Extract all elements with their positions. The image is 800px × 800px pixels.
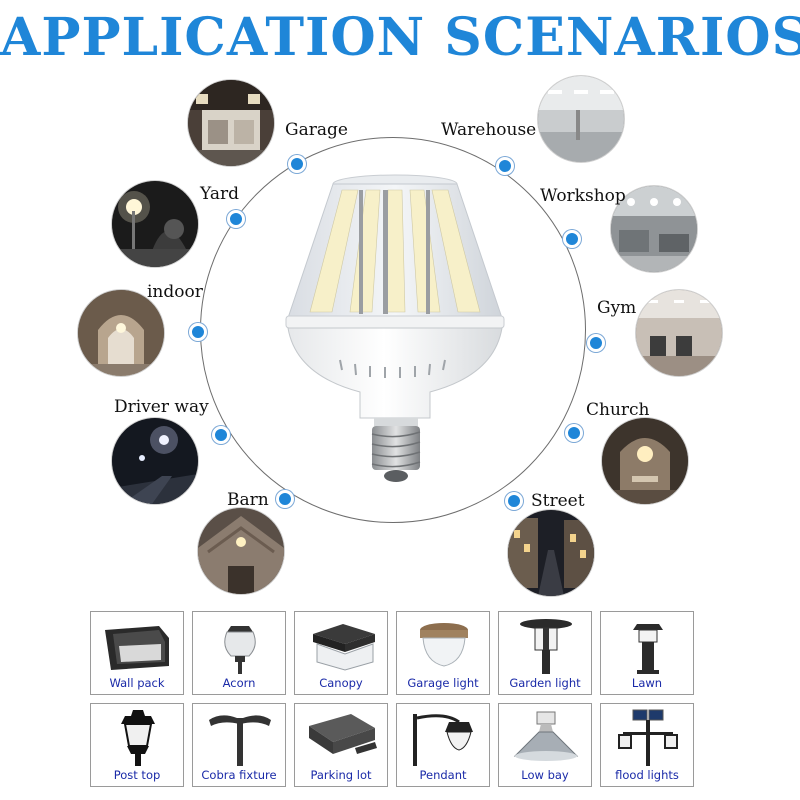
fixture-label: flood lights (615, 768, 679, 782)
yard-photo (112, 181, 198, 267)
scenario-label-church: Church (586, 400, 650, 420)
warehouse-photo (538, 76, 624, 162)
post-top-icon (121, 710, 155, 766)
scenario-dot-driver-way (212, 426, 230, 444)
garage-light-icon (420, 623, 468, 667)
scenario-label-garage: Garage (285, 120, 348, 140)
fixture-label: Low bay (521, 768, 569, 782)
fixture-acorn: Acorn (192, 611, 286, 695)
garage-photo (188, 80, 274, 166)
scenario-label-workshop: Workshop (540, 186, 626, 206)
fixture-garage-light: Garage light (396, 611, 490, 695)
fixture-grid: Wall pack Acorn Canopy Garage light Gard… (90, 611, 696, 791)
scenario-dot-warehouse (496, 157, 514, 175)
page-title: APPLICATION SCENARIOS (0, 7, 800, 68)
fixture-post-top: Post top (90, 703, 184, 787)
scenario-label-barn: Barn (227, 490, 269, 510)
fixture-label: Parking lot (310, 768, 372, 782)
scenario-dot-indoor (189, 323, 207, 341)
scenario-label-indoor: indoor (147, 282, 203, 302)
garden-light-icon (520, 619, 572, 674)
scenario-label-street: Street (531, 491, 585, 511)
scenario-dot-church (565, 424, 583, 442)
scenario-dot-garage (288, 155, 306, 173)
lawn-icon (633, 624, 663, 674)
fixture-label: Pendant (419, 768, 467, 782)
scenario-dot-yard (227, 210, 245, 228)
scenario-label-gym: Gym (597, 298, 637, 318)
acorn-icon (224, 626, 256, 674)
scenario-dot-gym (587, 334, 605, 352)
fixture-label: Post top (113, 768, 161, 782)
church-photo (602, 418, 688, 504)
fixture-label: Canopy (319, 676, 363, 690)
scenario-label-driver-way: Driver way (114, 397, 209, 417)
fixture-low-bay: Low bay (498, 703, 592, 787)
scenario-label-yard: Yard (200, 184, 240, 204)
fixture-label: Garage light (407, 676, 479, 690)
wall-pack-icon (105, 626, 169, 670)
led-corn-bulb-image (280, 170, 510, 490)
fixture-label: Lawn (631, 676, 663, 690)
scenario-dot-barn (276, 490, 294, 508)
fixture-label: Cobra fixture (201, 768, 277, 782)
fixture-garden-light: Garden light (498, 611, 592, 695)
fixture-lawn: Lawn (600, 611, 694, 695)
scenario-dot-street (505, 492, 523, 510)
fixture-parking-lot: Parking lot (294, 703, 388, 787)
barn-photo (198, 508, 284, 594)
scenario-label-warehouse: Warehouse (441, 120, 537, 140)
fixture-pendant: Pendant (396, 703, 490, 787)
cobra-fixture-icon (209, 715, 271, 766)
parking-lot-icon (309, 714, 377, 754)
indoor-photo (78, 290, 164, 376)
fixture-label: Acorn (222, 676, 256, 690)
flood-lights-icon (618, 709, 678, 766)
pendant-icon (413, 714, 473, 766)
low-bay-icon (513, 711, 579, 761)
fixture-canopy: Canopy (294, 611, 388, 695)
scenario-dot-workshop (563, 230, 581, 248)
driver-way-photo (112, 418, 198, 504)
fixture-label: Wall pack (109, 676, 165, 690)
canopy-icon (313, 624, 375, 671)
street-photo (508, 510, 594, 596)
fixture-flood-lights: flood lights (600, 703, 694, 787)
fixture-wall-pack: Wall pack (90, 611, 184, 695)
gym-photo (636, 290, 722, 376)
fixture-cobra-fixture: Cobra fixture (192, 703, 286, 787)
fixture-label: Garden light (509, 676, 581, 690)
